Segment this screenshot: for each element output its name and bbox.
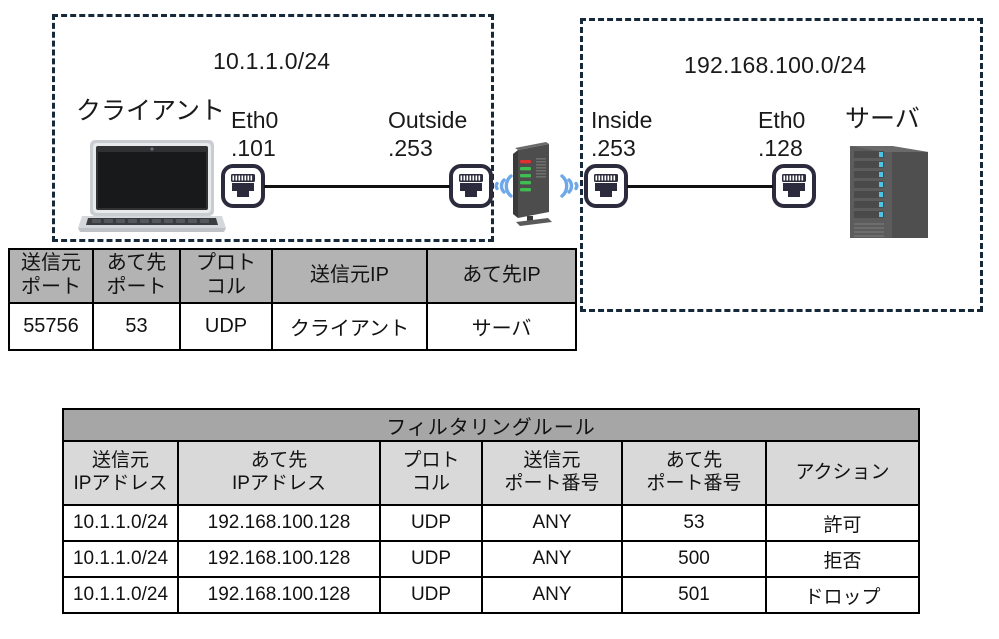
filter-col-dst-ip: あて先 IPアドレス [177, 440, 381, 506]
packet-table-row: 55756 53 UDP クライアント サーバ [8, 302, 577, 351]
server-interface-name: Eth0 [758, 107, 806, 133]
filter-col-protocol: プロト コル [379, 440, 483, 506]
packet-cell-dst-ip: サーバ [426, 302, 577, 351]
filter-cell-protocol: UDP [379, 540, 483, 578]
filter-col-dst-ip-line1: あて先 [250, 450, 308, 472]
packet-col-protocol-line2: コル [206, 276, 246, 298]
wifi-waves-icon-right [558, 170, 584, 202]
client-label: クライアント [76, 96, 226, 125]
packet-col-dst-port: あて先 ポート [92, 248, 181, 304]
filter-table-title-row: フィルタリングルール [62, 408, 920, 442]
filter-col-src-port: 送信元 ポート番号 [481, 440, 623, 506]
filter-cell-dst-port: 53 [621, 504, 767, 542]
filter-cell-dst-ip: 192.168.100.128 [177, 576, 381, 614]
server-tower-icon [840, 140, 930, 247]
filter-cell-action: 拒否 [765, 540, 920, 578]
packet-col-src-port-line2: ポート [21, 276, 81, 298]
client-interface-name: Eth0 [231, 107, 279, 133]
packet-table-header-row: 送信元 ポート あて先 ポート プロト コル 送信元IP あて先IP [8, 248, 577, 304]
packet-cell-src-ip: クライアント [271, 302, 428, 351]
router-icon [508, 142, 558, 233]
filter-cell-src-port: ANY [481, 576, 623, 614]
filter-cell-action: ドロップ [765, 576, 920, 614]
packet-col-src-port: 送信元 ポート [8, 248, 94, 304]
packet-cell-src-port: 55756 [8, 302, 94, 351]
rj45-jack-icon-client [221, 164, 265, 208]
filter-col-src-port-line2: ポート番号 [504, 473, 600, 494]
firewall-inside-name: Inside [591, 107, 653, 133]
filter-col-action: アクション [765, 440, 920, 506]
server-label: サーバ [845, 104, 920, 133]
filter-cell-src-ip: 10.1.1.0/24 [62, 504, 179, 542]
filter-cell-action: 許可 [765, 504, 920, 542]
packet-col-protocol-line1: プロト [196, 252, 256, 275]
packet-col-dst-port-line2: ポート [106, 276, 167, 298]
filter-col-src-ip-line1: 送信元 [91, 450, 149, 472]
filter-col-src-ip-line2: IPアドレス [73, 473, 168, 494]
filter-cell-protocol: UDP [379, 576, 483, 614]
server-interface-address: .128 [758, 135, 803, 161]
filter-table-row: 10.1.1.0/24 192.168.100.128 UDP ANY 53 許… [62, 504, 920, 542]
filter-col-protocol-line2: コル [411, 473, 450, 494]
packet-col-dst-ip: あて先IP [426, 248, 577, 304]
packet-col-src-ip: 送信元IP [271, 248, 428, 304]
filter-col-src-ip: 送信元 IPアドレス [62, 440, 179, 506]
filter-col-dst-port-line2: ポート番号 [646, 473, 742, 494]
filter-table-title: フィルタリングルール [62, 408, 920, 442]
filter-cell-dst-ip: 192.168.100.128 [177, 540, 381, 578]
filter-col-src-port-line1: 送信元 [523, 450, 581, 472]
filter-cell-dst-port: 500 [621, 540, 767, 578]
packet-header-table: 送信元 ポート あて先 ポート プロト コル 送信元IP あて先IP 55756… [8, 248, 577, 351]
filter-cell-dst-port: 501 [621, 576, 767, 614]
filtering-rules-table: フィルタリングルール 送信元 IPアドレス あて先 IPアドレス プロト コル … [62, 408, 920, 614]
filter-cell-src-port: ANY [481, 540, 623, 578]
rj45-jack-icon-outside [449, 164, 493, 208]
filter-cell-dst-ip: 192.168.100.128 [177, 504, 381, 542]
filter-table-header-row: 送信元 IPアドレス あて先 IPアドレス プロト コル 送信元 ポート番号 あ… [62, 440, 920, 506]
packet-col-src-port-line1: 送信元 [21, 252, 81, 275]
filter-col-dst-port-line1: あて先 [665, 450, 723, 472]
left-subnet-label: 10.1.1.0/24 [213, 48, 331, 74]
packet-cell-protocol: UDP [179, 302, 273, 351]
packet-col-dst-port-line1: あて先 [106, 252, 167, 275]
firewall-outside-address: .253 [388, 135, 433, 161]
filter-col-protocol-line1: プロト [402, 450, 460, 472]
rj45-jack-icon-inside [584, 164, 628, 208]
filter-table-row: 10.1.1.0/24 192.168.100.128 UDP ANY 500 … [62, 540, 920, 578]
rj45-jack-icon-server [772, 164, 816, 208]
filter-col-dst-port: あて先 ポート番号 [621, 440, 767, 506]
wifi-waves-icon-left [489, 170, 515, 202]
network-zone-server [580, 18, 983, 312]
filter-cell-protocol: UDP [379, 504, 483, 542]
laptop-icon [78, 140, 226, 237]
filter-col-dst-ip-line2: IPアドレス [232, 473, 326, 494]
filter-table-row: 10.1.1.0/24 192.168.100.128 UDP ANY 501 … [62, 576, 920, 614]
packet-cell-dst-port: 53 [92, 302, 181, 351]
filter-cell-src-ip: 10.1.1.0/24 [62, 576, 179, 614]
filter-cell-src-ip: 10.1.1.0/24 [62, 540, 179, 578]
right-subnet-label: 192.168.100.0/24 [684, 52, 867, 78]
filter-cell-src-port: ANY [481, 504, 623, 542]
firewall-inside-address: .253 [591, 135, 636, 161]
packet-col-protocol: プロト コル [179, 248, 273, 304]
link-firewall-to-server [627, 185, 773, 188]
link-client-to-firewall [264, 185, 450, 188]
network-zone-client [52, 14, 494, 242]
firewall-outside-name: Outside [388, 107, 468, 133]
client-interface-address: .101 [231, 135, 276, 161]
